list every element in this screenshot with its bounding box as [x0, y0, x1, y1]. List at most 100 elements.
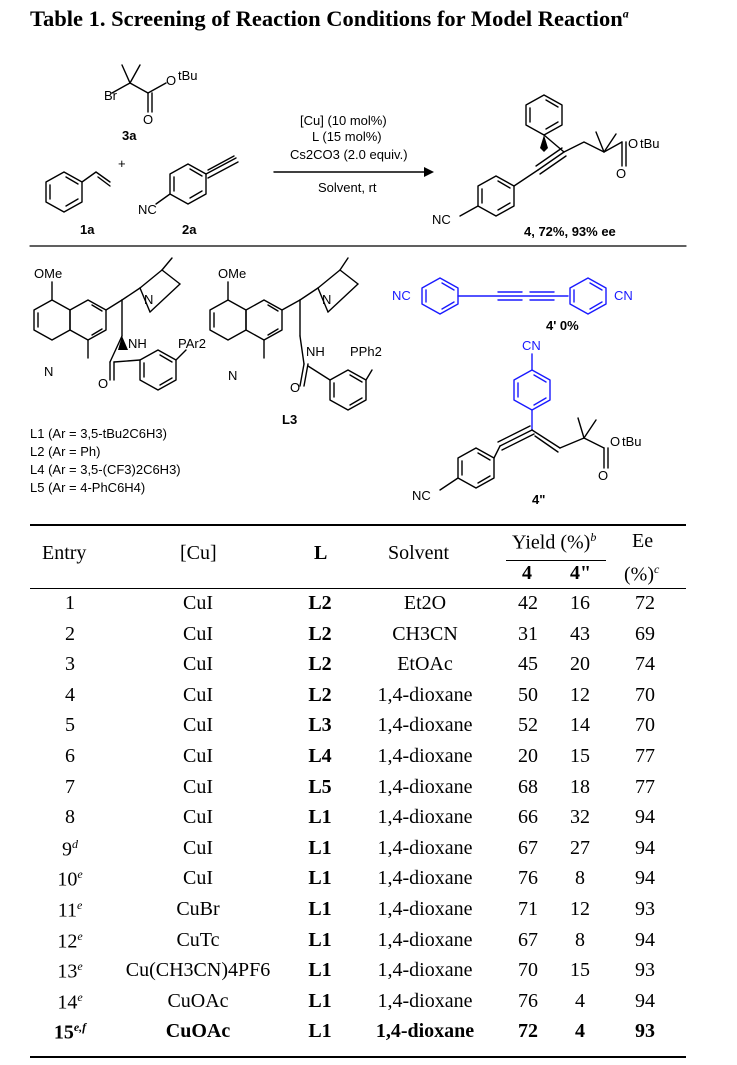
cell-cu: CuI	[183, 745, 213, 767]
cell-cu: CuTc	[176, 928, 220, 951]
cell-y4: 76	[518, 867, 538, 890]
l3-pph2: PPh2	[350, 344, 382, 359]
cell-cu: CuI	[183, 653, 213, 676]
cell-entry: 10e	[57, 867, 83, 892]
cell-cu: CuI	[183, 714, 213, 737]
diyne-nc: NC	[392, 288, 411, 303]
header-ligand: L	[314, 542, 328, 564]
enyne-carbonyl-o: O	[598, 468, 608, 483]
cell-l: L1	[308, 1020, 332, 1043]
cell-y4: 52	[518, 714, 538, 737]
cell-cu: CuOAc	[165, 1020, 231, 1043]
cell-cu: CuI	[183, 683, 213, 706]
cell-cu: CuI	[183, 806, 213, 829]
entry-footnote: e	[77, 867, 83, 882]
cell-entry: 2	[65, 622, 75, 645]
product-label: 4, 72%, 93% ee	[524, 224, 616, 239]
cell-solvent: 1,4-dioxane	[377, 775, 473, 798]
cell-ee: 93	[635, 1020, 655, 1043]
nc-2a: NC	[138, 202, 157, 217]
cell-y4pp: 15	[570, 745, 590, 767]
reagent-carbonyl-o: O	[143, 112, 153, 127]
header-entry: Entry	[42, 542, 87, 564]
cell-y4pp: 8	[575, 867, 585, 890]
cell-y4: 76	[518, 989, 538, 1012]
cell-y4: 31	[518, 622, 538, 645]
cell-y4pp: 16	[570, 592, 590, 614]
cell-y4: 67	[518, 928, 538, 951]
label-3a: 3a	[122, 128, 137, 143]
cell-y4pp: 18	[570, 775, 590, 798]
header-yield-4: 4	[522, 562, 532, 584]
entry-footnote: e	[77, 989, 83, 1004]
cell-ee: 93	[635, 898, 655, 920]
cell-l: L1	[308, 836, 332, 859]
cell-solvent: EtOAc	[397, 653, 453, 676]
cell-cu: CuI	[183, 775, 213, 798]
cell-l: L1	[308, 898, 332, 920]
l3-nh: NH	[306, 344, 325, 359]
plus-sign: +	[118, 156, 126, 171]
ligand-l2: L2 (Ar = Ph)	[30, 444, 100, 459]
cell-ee: 94	[635, 806, 655, 829]
cell-solvent: 1,4-dioxane	[377, 989, 473, 1012]
cell-y4pp: 4	[575, 989, 585, 1012]
cell-solvent: 1,4-dioxane	[375, 1020, 475, 1043]
cell-y4pp: 14	[570, 714, 590, 737]
cell-y4: 67	[518, 836, 538, 859]
ligand-l1: L1 (Ar = 3,5-tBu2C6H3)	[30, 426, 167, 441]
cell-solvent: 1,4-dioxane	[377, 959, 473, 982]
cell-cu: CuI	[183, 867, 213, 890]
cell-ee: 94	[635, 928, 655, 951]
cell-entry: 11e	[57, 898, 83, 922]
cell-solvent: CH3CN	[392, 622, 458, 645]
stereo-wedge	[118, 336, 128, 350]
cell-entry: 8	[65, 806, 75, 829]
reagent-br: Br	[104, 88, 118, 103]
table-top-rule	[30, 524, 686, 526]
cell-cu: CuBr	[176, 898, 220, 920]
cell-y4pp: 15	[570, 959, 590, 982]
cell-y4: 50	[518, 683, 538, 706]
header-yield-note: b	[590, 530, 597, 544]
enyne-tbu: tBu	[622, 434, 642, 449]
product-nc: NC	[432, 212, 451, 227]
cell-y4: 72	[518, 1020, 538, 1043]
l1-ome: OMe	[34, 266, 62, 281]
cell-ee: 93	[635, 959, 655, 982]
condition-cu: [Cu] (10 mol%)	[300, 113, 387, 128]
cell-y4: 42	[518, 592, 538, 614]
cell-y4pp: 27	[570, 836, 590, 859]
cell-y4pp: 12	[570, 683, 590, 706]
yield-subrule	[506, 560, 606, 561]
cell-cu: CuI	[183, 592, 213, 614]
header-ee: Ee	[632, 530, 654, 552]
enyne-label: 4"	[532, 492, 545, 507]
cell-l: L1	[308, 989, 332, 1012]
cell-y4pp: 12	[570, 898, 590, 920]
cell-l: L1	[308, 867, 332, 890]
cell-l: L5	[308, 775, 332, 798]
reagent-ester-o: O	[166, 73, 176, 88]
cell-ee: 72	[635, 592, 655, 614]
cell-ee: 77	[635, 745, 655, 767]
cell-y4: 45	[518, 653, 538, 676]
cell-l: L1	[308, 959, 332, 982]
label-1a: 1a	[80, 222, 95, 237]
cell-y4: 70	[518, 959, 538, 982]
cell-l: L2	[308, 653, 332, 676]
cell-solvent: 1,4-dioxane	[377, 928, 473, 951]
cell-y4: 20	[518, 745, 538, 767]
enyne-ester-o: O	[610, 434, 620, 449]
diyne-cn: CN	[614, 288, 633, 303]
cell-y4pp: 43	[570, 622, 590, 645]
cell-y4: 66	[518, 806, 538, 829]
cell-solvent: 1,4-dioxane	[377, 806, 473, 829]
entry-footnote: d	[72, 836, 78, 851]
header-cu: [Cu]	[180, 542, 217, 564]
